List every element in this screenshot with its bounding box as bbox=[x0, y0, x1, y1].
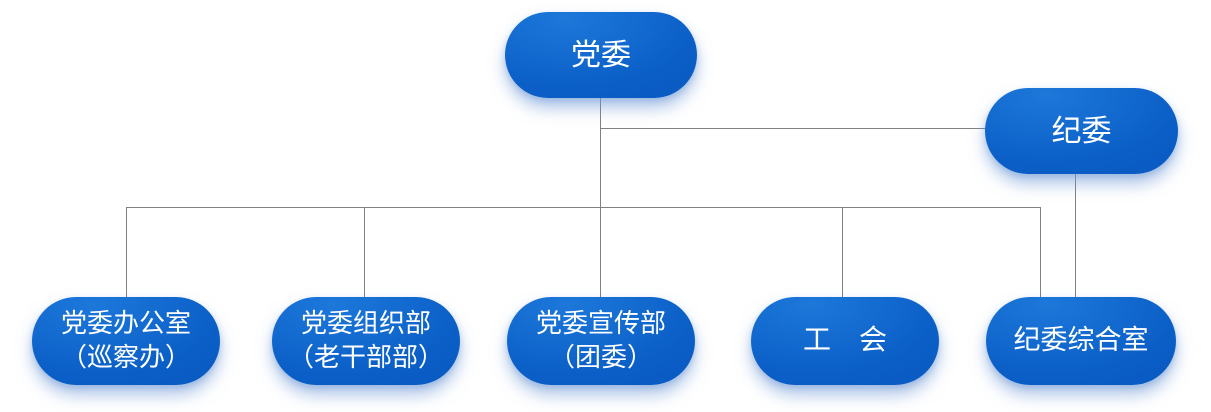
org-node-zuzhibu-label-line2: （老干部部） bbox=[287, 343, 444, 372]
org-node-bangongshi-label-line1: 党委办公室 bbox=[60, 309, 191, 339]
org-node-xuanchuanbu-label-line2: （团委） bbox=[548, 343, 653, 372]
connector-drop-zuzhibu bbox=[364, 207, 365, 297]
connector-drop-gonghui bbox=[842, 207, 843, 297]
org-node-zuzhibu-label-line1: 党委组织部 bbox=[300, 309, 431, 339]
org-node-jiwei-label: 纪委 bbox=[1051, 114, 1112, 148]
org-node-zuzhibu: 党委组织部 （老干部部） bbox=[272, 297, 460, 385]
connector-children-bar bbox=[126, 207, 1041, 208]
org-node-gonghui-label: 工 会 bbox=[802, 324, 887, 356]
org-node-gonghui: 工 会 bbox=[751, 297, 939, 385]
org-node-zongheshi: 纪委综合室 bbox=[986, 297, 1176, 385]
org-node-dangwei-label: 党委 bbox=[571, 38, 631, 72]
org-node-jiwei: 纪委 bbox=[985, 88, 1178, 174]
org-node-dangwei: 党委 bbox=[505, 12, 697, 98]
connector-jiwei-to-zongheshi bbox=[1075, 174, 1076, 297]
org-node-zongheshi-label: 纪委综合室 bbox=[1013, 325, 1149, 356]
org-node-bangongshi: 党委办公室 （巡察办） bbox=[32, 297, 220, 385]
org-node-xuanchuanbu: 党委宣传部 （团委） bbox=[507, 297, 695, 385]
org-node-xuanchuanbu-label-line1: 党委宣传部 bbox=[535, 309, 666, 339]
connector-drop-bangongshi bbox=[126, 207, 127, 297]
connector-dangwei-to-jiwei bbox=[600, 128, 986, 129]
org-node-bangongshi-label-line2: （巡察办） bbox=[60, 343, 191, 372]
connector-drop-zongheshi bbox=[1040, 207, 1041, 297]
connector-dangwei-vertical bbox=[600, 98, 601, 297]
